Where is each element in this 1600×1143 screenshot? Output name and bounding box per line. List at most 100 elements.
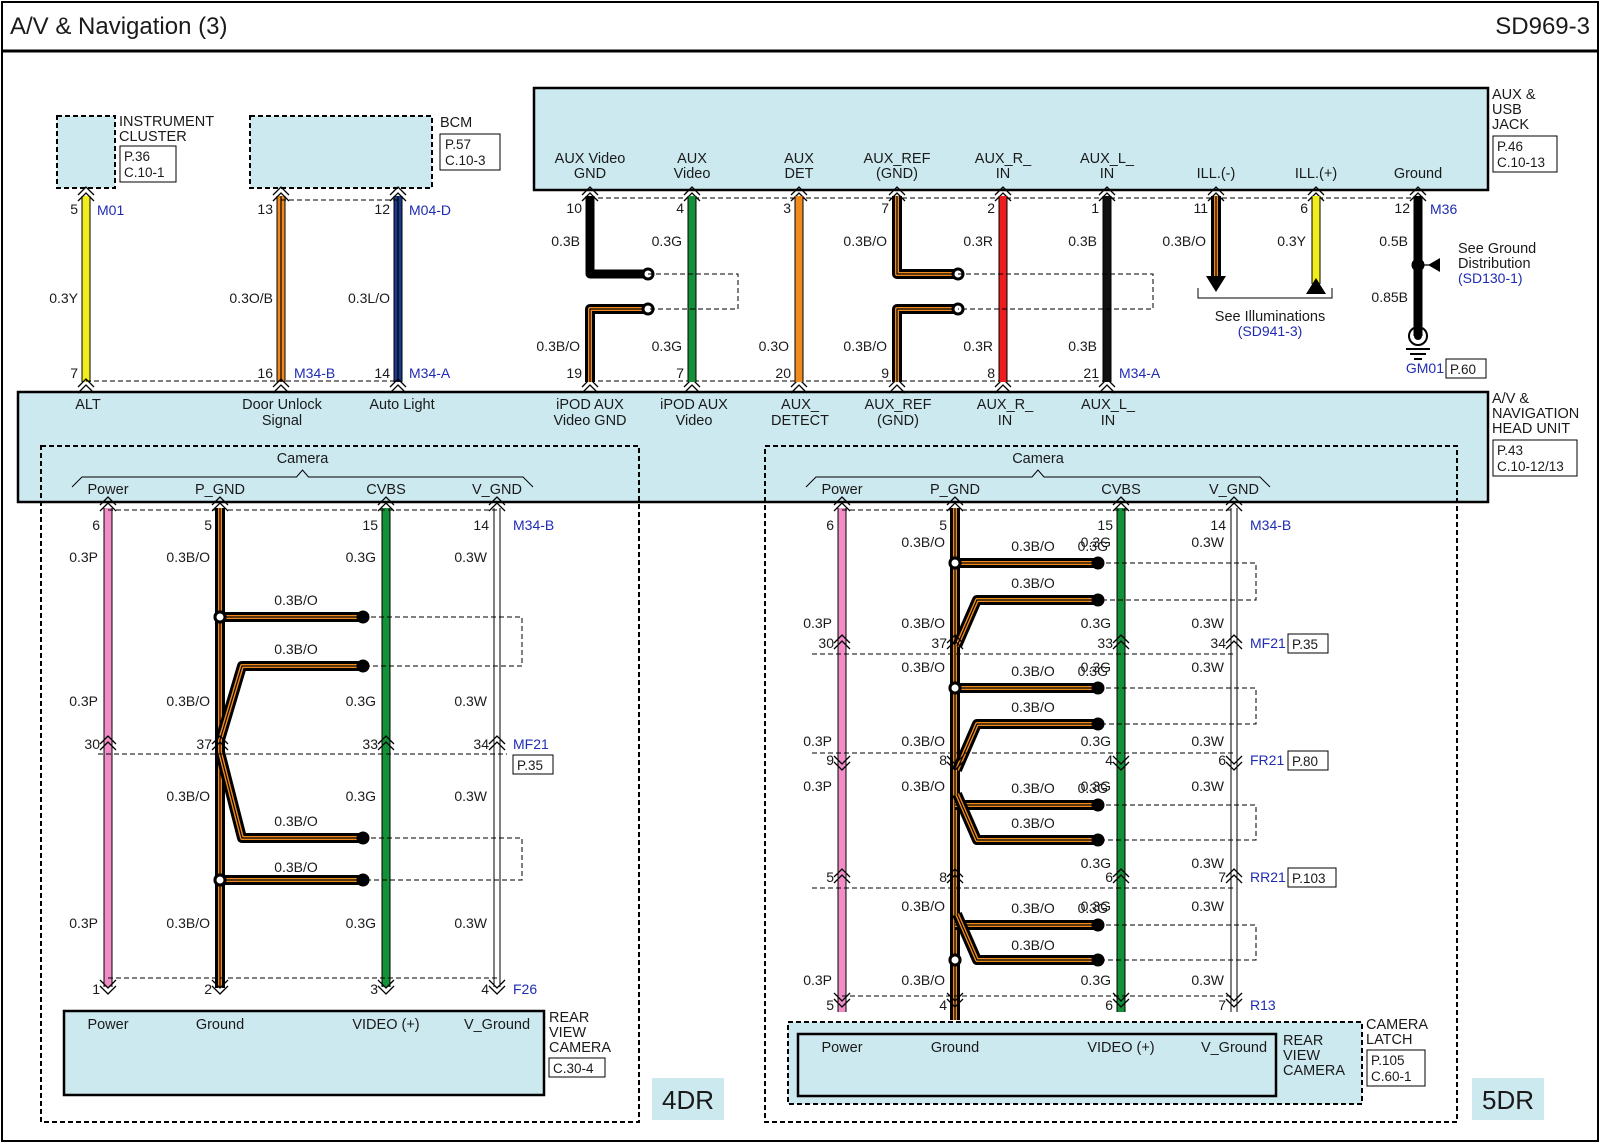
ground-ref: P.60 — [1450, 362, 1476, 377]
pin-number: 8 — [939, 752, 947, 768]
badge-5dr: 5DR — [1482, 1085, 1534, 1115]
arrow-left — [1428, 258, 1440, 272]
wire-spec: 0.3R — [963, 338, 993, 354]
connector-chevron — [272, 384, 290, 394]
connector-id: M34-B — [294, 365, 335, 381]
wire-black-orange — [892, 304, 958, 382]
aux-jack-pin-labels: AUX VideoGNDAUXVideoAUXDETAUX_REF(GND)AU… — [555, 151, 1443, 182]
pin-number: 7 — [881, 200, 889, 216]
wire-spec: 0.3B/O — [166, 549, 210, 565]
connector-chevron — [272, 186, 290, 196]
instrument-cluster-box — [56, 115, 116, 189]
wire-spec: 0.3W — [454, 693, 487, 709]
wire-spec: 0.3G — [1081, 855, 1111, 871]
connector-id: M01 — [97, 202, 124, 218]
pin-number: 1 — [92, 981, 100, 997]
connector-chevron — [1307, 192, 1325, 202]
wire-spec: 0.3L/O — [348, 290, 390, 306]
camera-pin-label: V_GND — [1209, 482, 1259, 498]
wire-spec: 0.3G — [346, 693, 376, 709]
connector-chevron — [211, 496, 229, 506]
connector-chevron — [994, 186, 1012, 196]
arrow-down — [1206, 276, 1226, 292]
instrument-cluster-ref: P.36 — [124, 149, 150, 164]
rear-view-camera-4dr — [62, 1009, 546, 1097]
camera-pin-label: CVBS — [1101, 482, 1141, 498]
head-unit-name: A/V & — [1492, 391, 1529, 407]
connector-chevron — [1207, 192, 1225, 202]
bcm-box — [249, 115, 433, 189]
connector-chevron — [1307, 186, 1325, 196]
splice-point — [1091, 717, 1105, 731]
mid-ref: P.35 — [1292, 637, 1318, 652]
aux-pin-label: ILL.(-) — [1197, 166, 1236, 182]
connector-chevron — [1112, 634, 1130, 644]
wire-spec: 0.3G — [1078, 538, 1108, 554]
aux-pin-label: AUX Video — [555, 151, 626, 167]
connector-id: M34-B — [1250, 517, 1291, 533]
pin-number: 15 — [1097, 517, 1113, 533]
aux-pin-label: (GND) — [876, 166, 918, 182]
aux-pin-label: AUX — [677, 151, 707, 167]
pin-number: 14 — [473, 517, 489, 533]
connector-chevron — [1409, 186, 1427, 196]
connector-chevron — [99, 502, 117, 512]
pin-number: 5 — [826, 997, 834, 1013]
rear-camera-4dr-name: CAMERA — [549, 1040, 611, 1056]
wire-spec: 0.3P — [803, 733, 832, 749]
wire-spec: 0.3B/O — [166, 788, 210, 804]
shield-dashed-line — [958, 273, 1154, 310]
camera-pin: Power — [821, 1040, 862, 1056]
camera-latch-ref: C.60-1 — [1371, 1069, 1412, 1084]
pin-number: 3 — [370, 981, 378, 997]
wire-spec: 0.3P — [69, 549, 98, 565]
badge-5dr-bg — [1472, 1078, 1544, 1120]
pin-number: 34 — [473, 736, 489, 752]
wire-spec: 0.3G — [1081, 972, 1111, 988]
shield-dashed-line — [648, 273, 739, 310]
camera-pin: Ground — [196, 1017, 244, 1033]
connector-id: MF21 — [1250, 635, 1286, 651]
shield-dashed-line — [363, 837, 523, 881]
ground-ref-box — [1445, 358, 1487, 379]
connector-chevron — [946, 634, 964, 644]
section-4dr-frame — [40, 445, 640, 1123]
connector-chevron — [389, 192, 407, 202]
camera-pin-label: P_GND — [195, 482, 245, 498]
shield-dashed-line — [1098, 804, 1257, 841]
connector-chevron — [1225, 868, 1243, 878]
pin-number: 3 — [783, 200, 791, 216]
wire-spec: 0.3B/O — [1011, 780, 1055, 796]
camera-pin-label: V_GND — [472, 482, 522, 498]
connector-chevron — [77, 384, 95, 394]
wire-spec: 0.3B/O — [274, 813, 318, 829]
mid-ref: P.103 — [1292, 871, 1326, 886]
connector-chevron — [833, 998, 851, 1008]
aux-usb-jack-box — [532, 86, 1490, 192]
wire-black-orange — [892, 196, 958, 279]
camera-pin-label: P_GND — [930, 482, 980, 498]
connector-chevron — [389, 186, 407, 196]
connector-chevron — [683, 192, 701, 202]
wire-black — [585, 196, 648, 279]
wire-spec: 0.3B/O — [901, 615, 945, 631]
aux-pin-label: AUX_R_ — [975, 151, 1032, 167]
splice-point — [951, 956, 959, 964]
connector-chevron — [377, 735, 395, 745]
wire-spec: 0.3W — [1191, 615, 1224, 631]
connector-id: M34-B — [513, 517, 554, 533]
connector-chevron — [377, 496, 395, 506]
bcm-ref: P.57 — [445, 137, 471, 152]
connector-chevron — [1112, 761, 1130, 771]
pin-number: 2 — [987, 200, 995, 216]
connector-chevron — [790, 192, 808, 202]
wire-spec: 0.3B/O — [901, 898, 945, 914]
aux-pin-label: DET — [785, 166, 814, 182]
wire-spec: 0.3G — [1081, 733, 1111, 749]
splice-point — [951, 559, 959, 567]
ground-note: See Ground — [1458, 241, 1536, 257]
connector-chevron — [946, 640, 964, 650]
aux-pin-label: Video — [674, 166, 711, 182]
connector-chevron — [99, 985, 117, 995]
